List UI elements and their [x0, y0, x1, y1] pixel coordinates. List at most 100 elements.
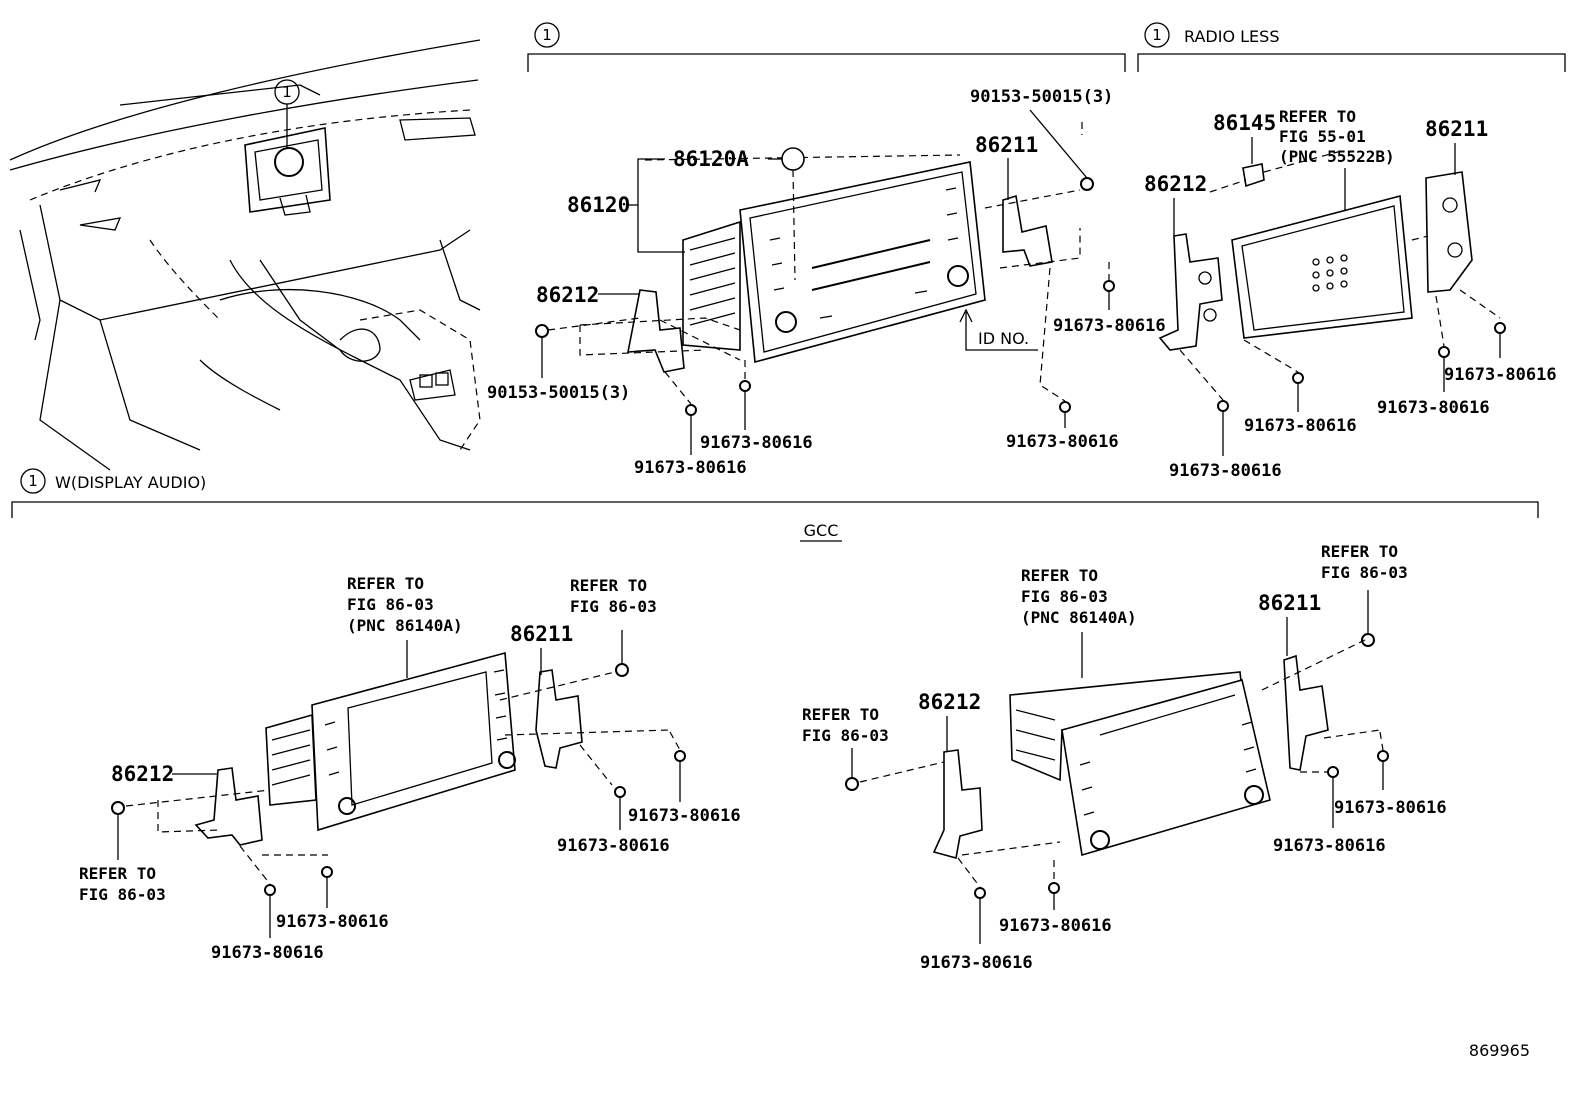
radio-less-label: RADIO LESS	[1184, 27, 1279, 46]
bolt-top-center-4: 91673-80616	[1006, 267, 1119, 452]
audio-head-unit	[644, 154, 986, 364]
bolt-top-right-3-label: 91673-80616	[1377, 398, 1490, 418]
bolt-top-right-1-label: 91673-80616	[1244, 416, 1357, 436]
part-86145: 86145	[1213, 111, 1276, 135]
bl-unit-refer-1: REFER TO	[347, 574, 424, 593]
bolt-br-4-label: 91673-80616	[1334, 798, 1447, 818]
bolt-top-center-4-label: 91673-80616	[1006, 432, 1119, 452]
bolt-top-right-2: 91673-80616	[1169, 349, 1282, 481]
gcc-label: GCC	[804, 521, 839, 540]
switch-86145: 86145 REFER TO FIG 55-01 (PNC 55522B)	[1209, 107, 1395, 210]
bl-screw-refer-1: REFER TO	[570, 576, 647, 595]
part-86211-bl: 86211	[510, 622, 573, 646]
radio-less-circle-number: 1	[1152, 26, 1162, 44]
label-86120A: 86120A	[637, 147, 782, 253]
section-header-radio-less: 1 RADIO LESS	[1137, 22, 1566, 72]
part-86212-gcc: 86212	[918, 690, 981, 714]
overview-callout: 1	[274, 79, 300, 148]
display-audio-unit-gcc: REFER TO FIG 86-03 (PNC 86140A)	[1009, 566, 1271, 857]
bracket-86211-radio-less: 86211	[1411, 117, 1501, 319]
bolt-bl-3: 91673-80616	[276, 866, 389, 932]
display-audio-circle-number: 1	[28, 472, 38, 490]
bolt-top-right-4-label: 91673-80616	[1444, 365, 1557, 385]
bolt-bl-1-label: 91673-80616	[557, 836, 670, 856]
br-left-refer-2: FIG 86-03	[802, 726, 889, 745]
screw-gcc-left: REFER TO FIG 86-03	[802, 705, 889, 791]
section-header-display-audio: 1 W(DISPLAY AUDIO)	[11, 468, 1539, 518]
panel-switch-grid	[1312, 254, 1348, 292]
radio-less-refer-3: (PNC 55522B)	[1279, 147, 1395, 166]
bolt-br-3-label: 91673-80616	[1273, 836, 1386, 856]
overview-circle-number: 1	[282, 83, 292, 101]
part-86212-bl: 86212	[111, 762, 174, 786]
part-86211-top: 86211	[975, 133, 1038, 157]
screw-bl-right: REFER TO FIG 86-03	[570, 576, 657, 677]
bolt-bl-1: 91673-80616	[557, 786, 670, 856]
part-86120: 86120	[567, 193, 630, 217]
gcc-heading: GCC	[800, 521, 842, 542]
bracket-86212-radio-less: 86212	[1144, 172, 1223, 351]
radio-less-panel	[1231, 194, 1413, 339]
br-left-refer-1: REFER TO	[802, 705, 879, 724]
bracket-86211-top: 86211	[975, 133, 1081, 269]
bracket-86211-gcc: 86211	[1258, 591, 1381, 771]
bolt-top-right-2-label: 91673-80616	[1169, 461, 1282, 481]
screw-gcc-right: REFER TO FIG 86-03	[1321, 542, 1408, 647]
bolt-top-right-4: 91673-80616	[1444, 322, 1557, 385]
section-header-main: 1	[527, 22, 1126, 72]
part-86120A: 86120A	[673, 147, 749, 171]
bolt-bl-4: 91673-80616	[211, 845, 324, 963]
screw-90153-right: 90153-50015(3)	[970, 87, 1113, 191]
id-no-label: ID NO.	[978, 329, 1029, 348]
part-86211-radio-less: 86211	[1425, 117, 1488, 141]
bolt-br-3: 91673-80616	[1273, 766, 1386, 856]
bl-left-refer-1: REFER TO	[79, 864, 156, 883]
display-audio-unit-left: REFER TO FIG 86-03 (PNC 86140A)	[265, 574, 516, 832]
bolt-br-2-label: 91673-80616	[920, 953, 1033, 973]
radio-less-refer-2: FIG 55-01	[1279, 127, 1366, 146]
part-86212-top: 86212	[536, 283, 599, 307]
label-86120: 86120	[567, 193, 638, 217]
br-right-refer-2: FIG 86-03	[1321, 563, 1408, 582]
part-86212-radio-less: 86212	[1144, 172, 1207, 196]
main-circle-number: 1	[542, 26, 552, 44]
bolt-top-right-1: 91673-80616	[1243, 339, 1357, 436]
bolt-bl-2-label: 91673-80616	[628, 806, 741, 826]
screw-90153-right-label: 90153-50015(3)	[970, 87, 1113, 107]
bolt-br-1-label: 91673-80616	[999, 916, 1112, 936]
bolt-top-center-1: 91673-80616	[700, 360, 813, 453]
bolt-br-1: 91673-80616	[999, 860, 1112, 936]
br-unit-refer-3: (PNC 86140A)	[1021, 608, 1137, 627]
bracket-86211-bl: 86211	[499, 622, 671, 786]
bolt-bl-4-label: 91673-80616	[211, 943, 324, 963]
br-unit-refer-2: FIG 86-03	[1021, 587, 1108, 606]
illustration-code: 869965	[1469, 1041, 1530, 1060]
display-audio-label: W(DISPLAY AUDIO)	[55, 473, 206, 492]
part-86211-gcc: 86211	[1258, 591, 1321, 615]
bracket-86212-bl: 86212	[111, 762, 328, 856]
bolt-top-center-2-label: 91673-80616	[634, 458, 747, 478]
dashboard-overview-illustration	[9, 39, 481, 471]
screw-90153-left-label: 90153-50015(3)	[487, 383, 630, 403]
br-right-refer-1: REFER TO	[1321, 542, 1398, 561]
screw-90153-left: 90153-50015(3)	[487, 317, 641, 403]
screw-bl-left: REFER TO FIG 86-03	[79, 801, 166, 904]
bolt-top-center-3: 91673-80616	[1053, 262, 1166, 336]
bolt-br-4: 91673-80616	[1334, 731, 1447, 818]
id-no-callout: ID NO.	[959, 308, 1038, 351]
bracket-86212-top: 86212	[536, 283, 741, 373]
bolt-top-center-1-label: 91673-80616	[700, 433, 813, 453]
radio-less-refer-1: REFER TO	[1279, 107, 1356, 126]
bolt-bl-3-label: 91673-80616	[276, 912, 389, 932]
bolt-top-center-2: 91673-80616	[634, 371, 747, 478]
bolt-top-right-3: 91673-80616	[1377, 295, 1490, 418]
bolt-br-2: 91673-80616	[920, 857, 1033, 973]
bracket-86212-gcc: 86212	[859, 690, 1061, 860]
bl-unit-refer-3: (PNC 86140A)	[347, 616, 463, 635]
bolt-top-center-3-label: 91673-80616	[1053, 316, 1166, 336]
bl-left-refer-2: FIG 86-03	[79, 885, 166, 904]
bolt-bl-2: 91673-80616	[628, 731, 741, 826]
bl-unit-refer-2: FIG 86-03	[347, 595, 434, 614]
br-unit-refer-1: REFER TO	[1021, 566, 1098, 585]
